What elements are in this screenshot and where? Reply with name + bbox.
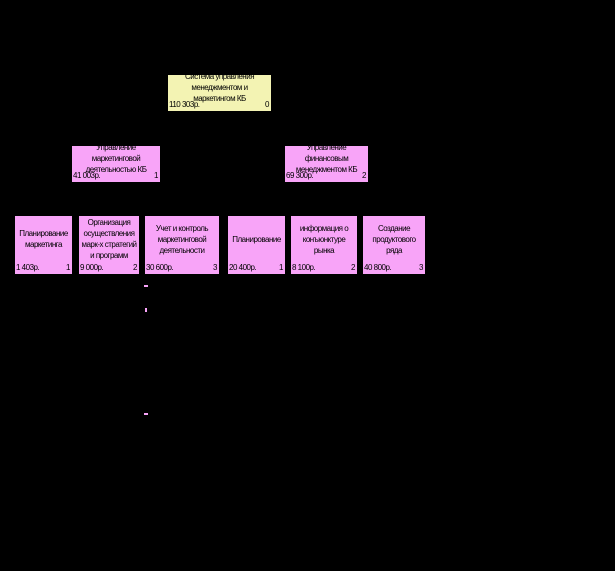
marker [145,308,147,312]
node-title: информация о конъюнктуре рынка [299,223,349,255]
node-title: Управление маркетинговой деятельностью К… [85,142,147,174]
node-cost: 9 000р. [80,263,104,272]
node-cost: 8 100р. [292,263,316,272]
node-cost: 30 600р. [146,263,174,272]
node-product-line[interactable]: Создание продуктового ряда 40 800р. 3 [363,216,425,274]
node-title: Организация осуществления марк-х стратег… [81,218,137,260]
node-cost: 1 403р. [16,263,40,272]
node-number: 0 [265,100,269,109]
node-number: 2 [351,263,355,272]
node-number: 2 [362,171,366,180]
node-cost: 41 003р. [73,171,101,180]
node-number: 2 [133,263,137,272]
node-title: Планирование маркетинга [19,229,68,249]
node-marketing[interactable]: Управление маркетинговой деятельностью К… [72,142,160,182]
node-marketing-control[interactable]: Учет и контроль маркетинговой деятельнос… [145,216,219,274]
node-title: Управление финансовым менеджментом КБ [295,142,358,174]
node-cost: 40 800р. [364,263,392,272]
node-title: Учет и контроль маркетинговой деятельнос… [155,223,209,255]
node-number: 3 [419,263,423,272]
node-title: Создание продуктового ряда [372,223,416,255]
node-root[interactable]: Система управления менеджментом и маркет… [168,71,271,111]
node-finance[interactable]: Управление финансовым менеджментом КБ 69… [285,142,368,182]
node-planning[interactable]: Планирование 20 400р. 1 [228,216,285,274]
node-number: 1 [279,263,283,272]
node-title: Планирование [232,234,281,244]
node-number: 1 [66,263,70,272]
node-strategy-organization[interactable]: Организация осуществления марк-х стратег… [79,216,139,274]
node-cost: 110 303р. [169,100,200,109]
marker [144,413,148,415]
node-cost: 20 400р. [229,263,257,272]
node-title: Система управления менеджментом и маркет… [184,71,255,103]
node-number: 3 [213,263,217,272]
node-number: 1 [154,171,158,180]
node-cost: 69 300р. [286,171,314,180]
marker [144,285,148,287]
node-market-info[interactable]: информация о конъюнктуре рынка 8 100р. 2 [291,216,357,274]
node-marketing-planning[interactable]: Планирование маркетинга 1 403р. 1 [15,216,72,274]
